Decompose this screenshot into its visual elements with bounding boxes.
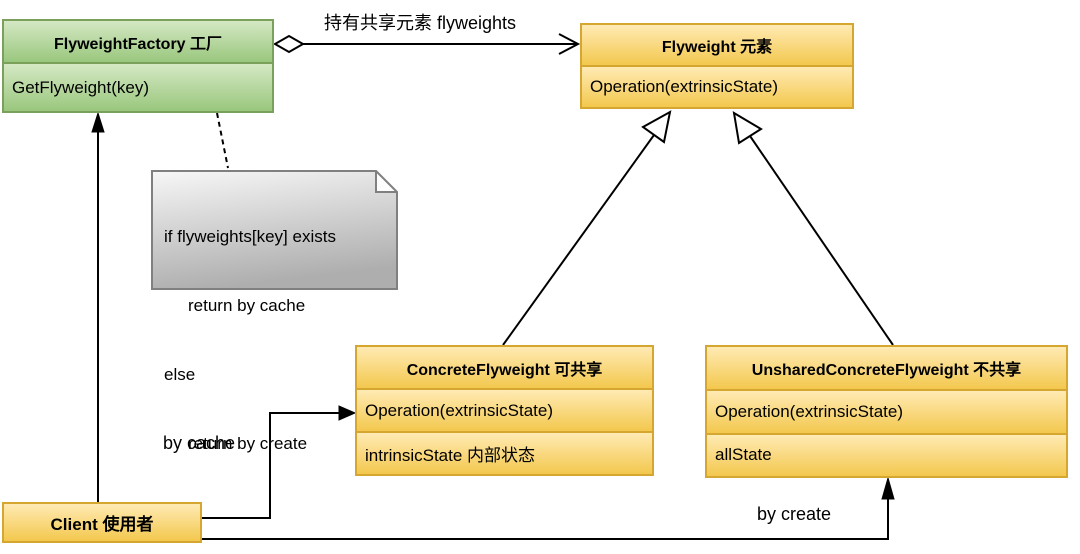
class-title: ConcreteFlyweight 可共享	[357, 347, 652, 388]
class-member: Operation(extrinsicState)	[582, 65, 852, 107]
note-text: if flyweights[key] exists return by cach…	[164, 179, 336, 501]
class-member: Operation(extrinsicState)	[707, 389, 1066, 433]
class-member: GetFlyweight(key)	[4, 62, 272, 111]
class-member: allState	[707, 432, 1066, 476]
aggregation-edge-label: 持有共享元素 flyweights	[323, 13, 517, 33]
class-concrete-flyweight: ConcreteFlyweight 可共享 Operation(extrinsi…	[355, 345, 654, 476]
note-body	[151, 170, 398, 290]
concrete-inheritance-edge	[502, 110, 672, 346]
note-flyweight-cache: if flyweights[key] exists return by cach…	[151, 170, 398, 453]
hollow-triangle-arrowhead	[641, 110, 672, 144]
solid-arrowhead-up	[881, 476, 895, 500]
hollow-triangle-arrowhead	[732, 111, 763, 145]
class-member: Operation(extrinsicState)	[357, 388, 652, 431]
class-title: Flyweight 元素	[582, 25, 852, 65]
note-fold-corner-icon	[375, 170, 398, 193]
by-cache-edge-label: by cache	[163, 433, 236, 453]
note-line: return by create	[188, 434, 308, 453]
class-flyweight-factory: FlyweightFactory 工厂 GetFlyweight(key)	[2, 19, 274, 113]
unshared-inheritance-edge	[732, 111, 894, 346]
class-flyweight: Flyweight 元素 Operation(extrinsicState)	[580, 23, 854, 109]
note-line: return by cache	[188, 296, 306, 315]
class-title: Client 使用者	[4, 504, 200, 541]
note-shape-layer	[151, 170, 398, 290]
aggregation-edge	[272, 33, 581, 55]
note-dashed-line	[216, 112, 229, 169]
note-line: if flyweights[key] exists	[164, 227, 336, 246]
class-member: intrinsicState 内部状态	[357, 431, 652, 474]
class-client: Client 使用者	[2, 502, 202, 543]
solid-arrowhead-right	[338, 405, 357, 421]
class-title: UnsharedConcreteFlyweight 不共享	[707, 347, 1066, 389]
class-title: FlyweightFactory 工厂	[4, 21, 272, 62]
open-arrowhead-right	[558, 33, 581, 55]
by-create-edge-label: by create	[757, 504, 832, 524]
solid-arrowhead-up	[91, 111, 105, 133]
note-line: else	[164, 365, 196, 384]
concrete-inheritance-line	[502, 134, 655, 346]
factory-note-dashed-edge	[216, 112, 229, 169]
class-unshared-concrete-flyweight: UnsharedConcreteFlyweight 不共享 Operation(…	[705, 345, 1068, 478]
unshared-inheritance-line	[749, 135, 894, 346]
client-factory-edge	[91, 111, 105, 502]
aggregation-diamond-icon	[272, 34, 306, 54]
